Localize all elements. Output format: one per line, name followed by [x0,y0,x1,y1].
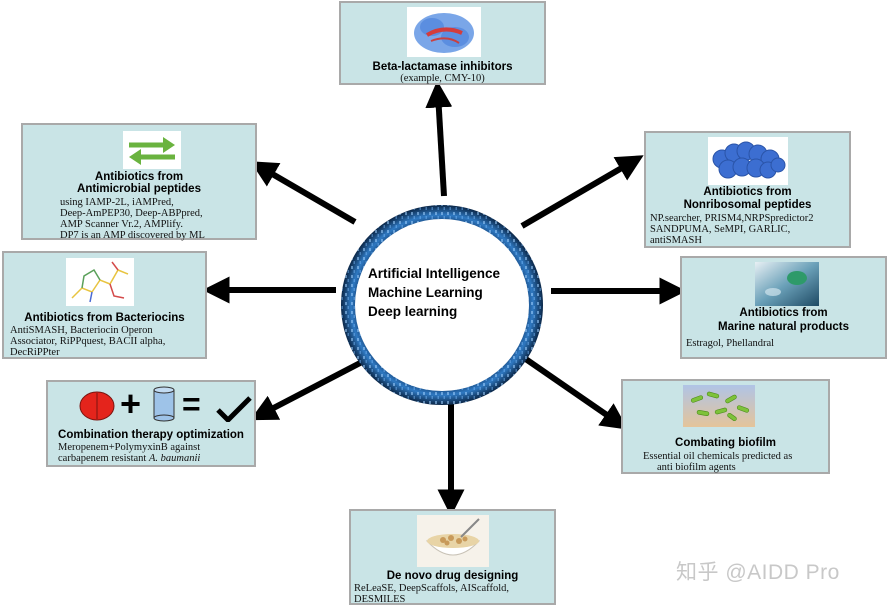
node-beta-desc: (example, CMY-10) [400,73,485,84]
node-amp-title-line1: Antibiotics from [94,171,184,183]
node-bacteriocins-desc: AntiSMASH, Bacteriocin Operon Associator… [10,325,206,358]
node-denovo-desc-line: DESMILES [354,594,406,605]
node-denovo-title: De novo drug designing [386,570,519,582]
equation-equals: = [182,386,201,422]
node-bacteriocins-title: Antibiotics from Bacteriocins [24,312,185,324]
molecule-structure-icon [66,258,134,306]
arrow-upper-left [250,161,357,225]
node-amp-title-line2: Antimicrobial peptides [77,183,201,195]
node-amp-desc-line: DP7 is an AMP discovered by ML [60,230,205,241]
node-bacteriocins: Antibiotics from Bacteriocins AntiSMASH,… [2,251,207,359]
node-biofilm-desc-line: Essential oil chemicals predicted as [643,451,793,462]
node-nrp-title-line1: Antibiotics from [703,186,792,198]
node-nrp-desc-line: antiSMASH [650,235,702,246]
node-marine-desc: Estragol, Phellandral [686,338,775,349]
node-beta-lactamase: Beta-lactamase inhibitors (example, CMY-… [339,1,546,85]
node-combination-desc-line2: carbapenem resistant A. baumanii [58,453,253,464]
checkmark-icon [216,396,252,422]
node-de-novo-drug-design: De novo drug designing ReLeaSE, DeepScaf… [349,509,556,605]
node-bacteriocins-desc-line: AntiSMASH, Bacteriocin Operon [10,325,153,336]
node-amp-desc-line: Deep-AmPEP30, Deep-ABPpred, [60,208,203,219]
node-biofilm-desc: Essential oil chemicals predicted as ant… [643,451,828,473]
node-marine-title-line2: Marine natural products [718,321,849,333]
protein-structure-icon [407,7,481,57]
marine-scene-icon [755,262,819,306]
node-biofilm-title: Combating biofilm [675,437,776,449]
node-nonribosomal-peptides: Antibiotics from Nonribosomal peptides N… [644,131,851,248]
node-marine-natural-products: Antibiotics from Marine natural products… [680,256,887,359]
node-combating-biofilm: Combating biofilm Essential oil chemical… [621,379,830,474]
arrow-lower-right [515,350,629,430]
node-combination-title: Combination therapy optimization [58,429,244,441]
node-nrp-title-line2: Nonribosomal peptides [683,199,812,211]
node-antimicrobial-peptides: Antibiotics from Antimicrobial peptides … [21,123,257,241]
cylinder-icon [153,386,175,422]
node-denovo-desc: ReLeaSE, DeepScaffols, AIScaffold, DESMI… [354,583,554,605]
node-amp-desc-line: using IAMP-2L, iAMPred, [60,197,174,208]
node-marine-title-line1: Antibiotics from [739,307,828,319]
center-circle [341,205,543,405]
node-combination-desc-organism: A. baumanii [148,453,201,464]
arrow-lower-left [250,359,364,421]
node-denovo-desc-line: ReLeaSE, DeepScaffols, AIScaffold, [354,583,510,594]
biofilm-bacteria-icon [683,385,755,427]
arrow-up [425,80,453,197]
node-combination-desc-prefix: carbapenem resistant [58,453,149,464]
peptide-cluster-icon [708,137,788,185]
arrow-upper-right [520,155,644,229]
node-nrp-desc-line: NP.searcher, PRISM4,NRPSpredictor2 [650,213,814,224]
node-combination-desc-line1: Meropenem+PolymyxinB against [58,442,201,453]
node-nrp-desc-line: SANDPUMA, SeMPI, GARLIC, [650,224,791,235]
equation-plus: + [120,383,142,424]
node-amp-desc-line: AMP Scanner Vr.2, AMPlify. [60,219,183,230]
center-line-ml: Machine Learning [368,285,483,300]
node-bacteriocins-desc-line: DecRiPPter [10,347,60,358]
center-label: Artificial Intelligence Machine Learning… [368,264,528,321]
node-bacteriocins-desc-line: Associator, RiPPquest, BACII alpha, [10,336,166,347]
node-combination-therapy: + = Combination therapy optimization Mer… [46,380,256,467]
red-pill-icon [79,391,115,421]
node-nrp-desc: NP.searcher, PRISM4,NRPSpredictor2 SANDP… [650,213,850,246]
center-line-dl: Deep learning [368,304,458,319]
node-amp-desc: using IAMP-2L, iAMPred, Deep-AmPEP30, De… [60,197,256,241]
cereal-bowl-icon [417,515,489,567]
node-beta-title: Beta-lactamase inhibitors [372,61,513,73]
watermark: 知乎 @AIDD Pro [676,561,840,584]
node-combination-desc: Meropenem+PolymyxinB against carbapenem … [58,442,253,464]
center-line-ai: Artificial Intelligence [368,266,501,281]
cycle-arrows-icon [123,131,181,169]
node-biofilm-desc-line: anti biofilm agents [657,462,736,473]
